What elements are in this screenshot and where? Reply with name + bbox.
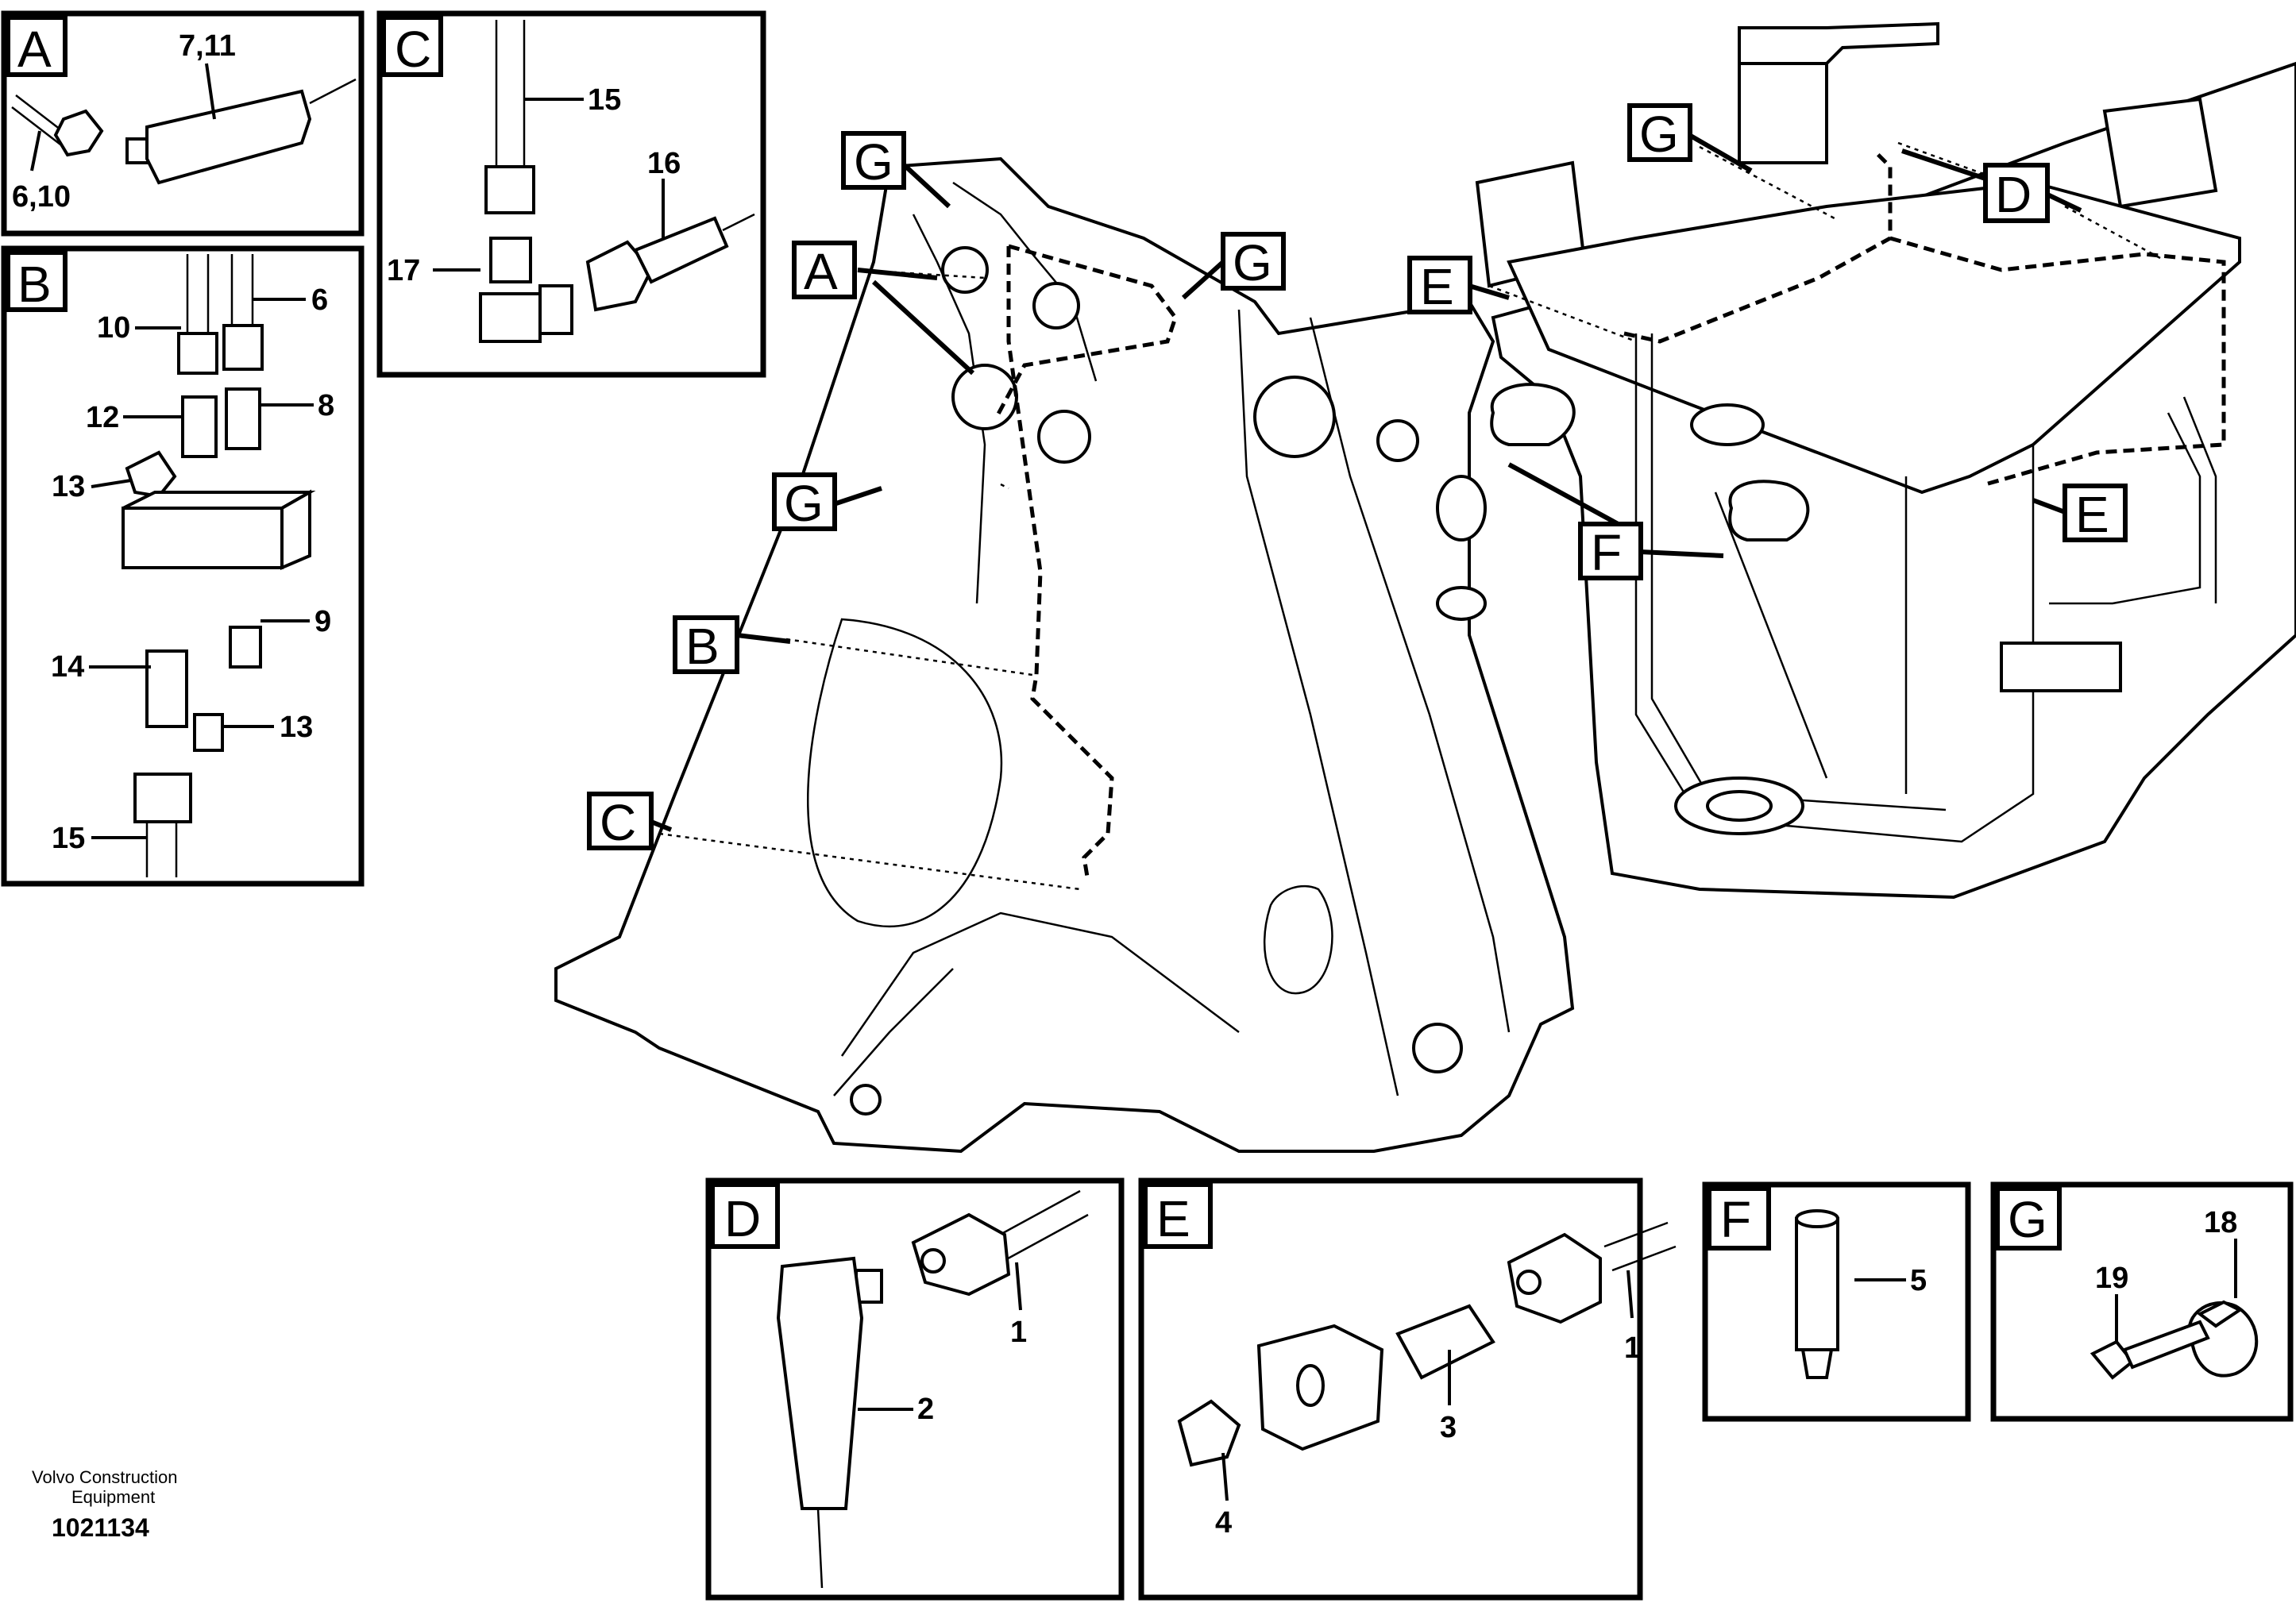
inset-a-letter: A xyxy=(17,21,52,78)
inset-c: C 15 16 17 xyxy=(376,10,766,378)
label-g-rear: G xyxy=(1639,106,1679,163)
inset-e: E 1 3 4 xyxy=(1138,1177,1677,1601)
label-e-right: E xyxy=(2075,486,2109,543)
label-b: B xyxy=(685,618,720,675)
company-name-line2: Equipment xyxy=(71,1487,155,1507)
inset-b-letter: B xyxy=(17,256,52,313)
label-g-middle: G xyxy=(784,475,824,532)
company-name-line1: Volvo Construction xyxy=(32,1467,177,1487)
inset-g-letter: G xyxy=(2008,1191,2047,1248)
callout-f-5: 5 xyxy=(1910,1264,1927,1297)
inset-f-letter: F xyxy=(1720,1191,1751,1248)
inset-a: A 7,11 6,10 xyxy=(1,10,365,237)
front-frame-drawing xyxy=(554,156,1575,1154)
callout-7-11: 7,11 xyxy=(179,29,236,63)
callout-17: 17 xyxy=(387,254,420,287)
callout-d-1: 1 xyxy=(1010,1316,1027,1349)
callout-12: 12 xyxy=(86,401,119,434)
callout-15: 15 xyxy=(588,83,621,117)
rear-frame-labels: G D E E F xyxy=(1407,103,2128,581)
callout-e-1: 1 xyxy=(1624,1331,1641,1365)
callout-10: 10 xyxy=(97,311,130,345)
label-a: A xyxy=(804,243,838,300)
callout-16: 16 xyxy=(647,147,681,180)
label-c: C xyxy=(600,794,636,851)
rear-frame-drawing xyxy=(1475,21,2296,900)
label-d: D xyxy=(1995,166,2032,223)
callout-9: 9 xyxy=(314,605,331,638)
inset-d-letter: D xyxy=(724,1190,761,1247)
callout-15-b: 15 xyxy=(52,822,85,855)
inset-f: F 5 xyxy=(1702,1181,1971,1422)
label-e-left: E xyxy=(1420,258,1454,315)
callout-e-3: 3 xyxy=(1440,1411,1457,1444)
callout-e-4: 4 xyxy=(1215,1506,1232,1540)
callout-14: 14 xyxy=(51,650,84,684)
callout-g-18: 18 xyxy=(2204,1206,2237,1239)
callout-6: 6 xyxy=(311,283,328,317)
inset-b: B 10 6 12 8 13 9 14 13 15 xyxy=(1,245,365,887)
inset-e-letter: E xyxy=(1156,1190,1190,1247)
callout-13-upper: 13 xyxy=(52,470,85,503)
callout-d-2: 2 xyxy=(917,1393,934,1426)
label-f: F xyxy=(1591,524,1622,581)
lube-line-routing-right xyxy=(1488,141,2226,487)
drawing-number: 1021134 xyxy=(52,1513,149,1542)
publisher-footer: Volvo Construction Equipment 1021134 xyxy=(32,1467,177,1542)
callout-13-lower: 13 xyxy=(280,711,313,744)
inset-g: G 18 19 xyxy=(1990,1181,2294,1422)
label-g-upper-right: G xyxy=(1233,234,1272,291)
inset-d: D 1 2 xyxy=(705,1177,1125,1601)
callout-8: 8 xyxy=(318,389,334,422)
callout-g-19: 19 xyxy=(2095,1262,2128,1295)
callout-6-10: 6,10 xyxy=(12,180,71,214)
inset-c-letter: C xyxy=(395,21,431,78)
label-g-top: G xyxy=(854,133,893,191)
front-frame-labels: G A G G B C xyxy=(587,131,1286,851)
